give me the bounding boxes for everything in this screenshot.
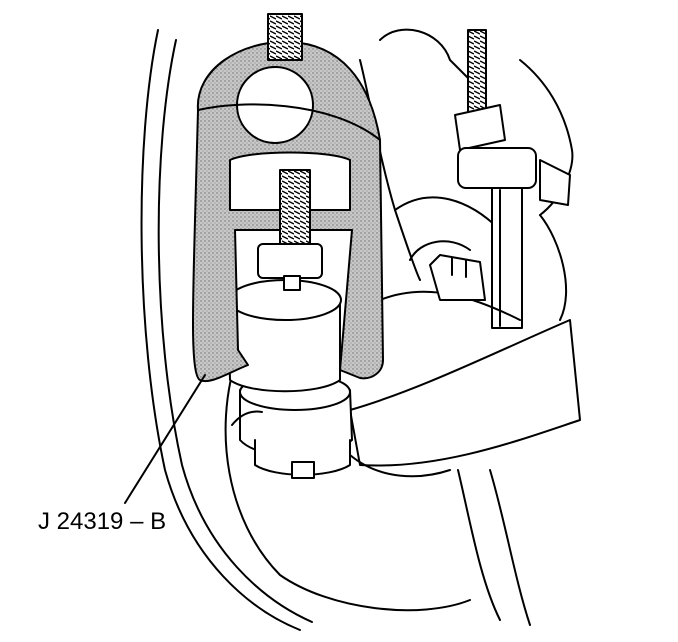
castle-nut (429, 254, 486, 301)
ball-stud (227, 279, 353, 479)
forcing-screw (257, 13, 323, 291)
callout-leader (124, 374, 206, 504)
tool-callout-label: J 24319 – B (38, 508, 167, 535)
tire-outline (140, 29, 531, 631)
lower-control-arm (349, 290, 581, 478)
stabilizer-link (454, 29, 571, 329)
